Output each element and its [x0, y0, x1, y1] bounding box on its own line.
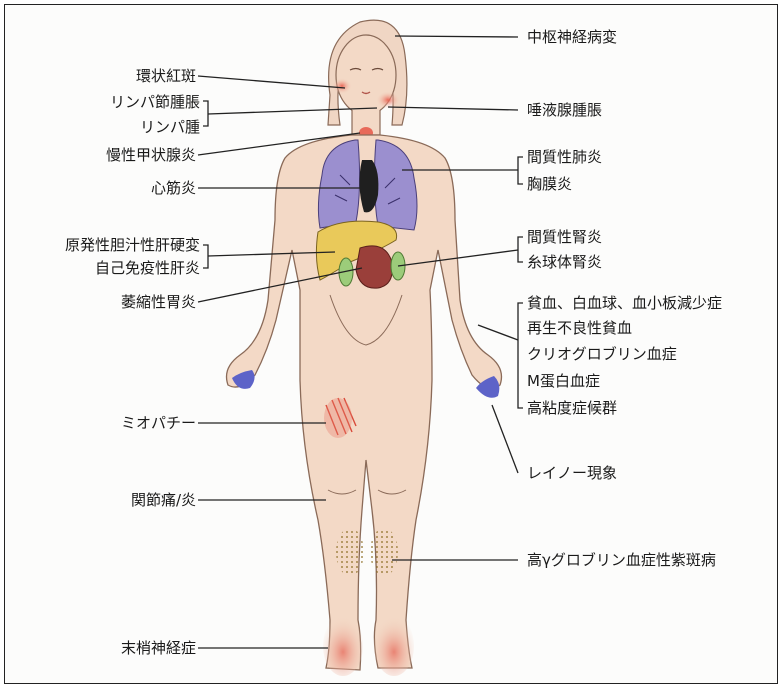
label-hyperviscosity: 高粘度症候群 — [527, 399, 617, 417]
label-pleuritis: 胸膜炎 — [527, 175, 572, 193]
purpura-right — [370, 528, 398, 576]
label-cryoglobulinemia: クリオグロブリン血症 — [527, 345, 677, 363]
label-lymphoma: リンパ腫 — [140, 118, 200, 136]
label-primary-biliary-cirrhosis: 原発性胆汁性肝硬変 — [65, 236, 200, 254]
cheek-rash-right — [376, 91, 400, 109]
foot-rash-right — [374, 616, 414, 676]
label-myocarditis: 心筋炎 — [151, 179, 196, 197]
body-outline — [227, 135, 502, 670]
label-arthralgia: 関節痛/炎 — [131, 491, 196, 509]
purpura-left — [336, 528, 364, 576]
label-chronic-thyroiditis: 慢性甲状腺炎 — [106, 146, 196, 164]
stomach — [356, 246, 392, 288]
label-annular-erythema: 環状紅斑 — [136, 67, 196, 85]
label-glomerulonephritis: 糸球体腎炎 — [527, 253, 602, 271]
label-interstitial-nephritis: 間質性腎炎 — [527, 228, 602, 246]
label-interstitial-pneumonia: 間質性肺炎 — [527, 148, 602, 166]
label-cytopenia: 貧血、白血球、血小板減少症 — [527, 294, 722, 312]
label-m-proteinemia: M蛋白血症 — [527, 372, 600, 390]
label-hypergammaglobulinemic-purpura: 高γグロブリン血症性紫斑病 — [527, 551, 716, 569]
label-cns-lesion: 中枢神経病変 — [527, 28, 617, 46]
label-lymphadenopathy: リンパ節腫脹 — [110, 93, 200, 111]
label-myopathy: ミオパチー — [121, 414, 196, 432]
label-aplastic-anemia: 再生不良性貧血 — [527, 319, 632, 337]
label-salivary-gland-swelling: 唾液腺腫脹 — [527, 101, 602, 119]
label-autoimmune-hepatitis: 自己免疫性肝炎 — [95, 259, 200, 277]
cheek-rash-left — [332, 78, 352, 94]
label-peripheral-neuropathy: 末梢神経症 — [121, 639, 196, 657]
label-raynaud: レイノー現象 — [527, 464, 617, 482]
foot-rash-left — [323, 616, 363, 676]
label-atrophic-gastritis: 萎縮性胃炎 — [121, 293, 196, 311]
